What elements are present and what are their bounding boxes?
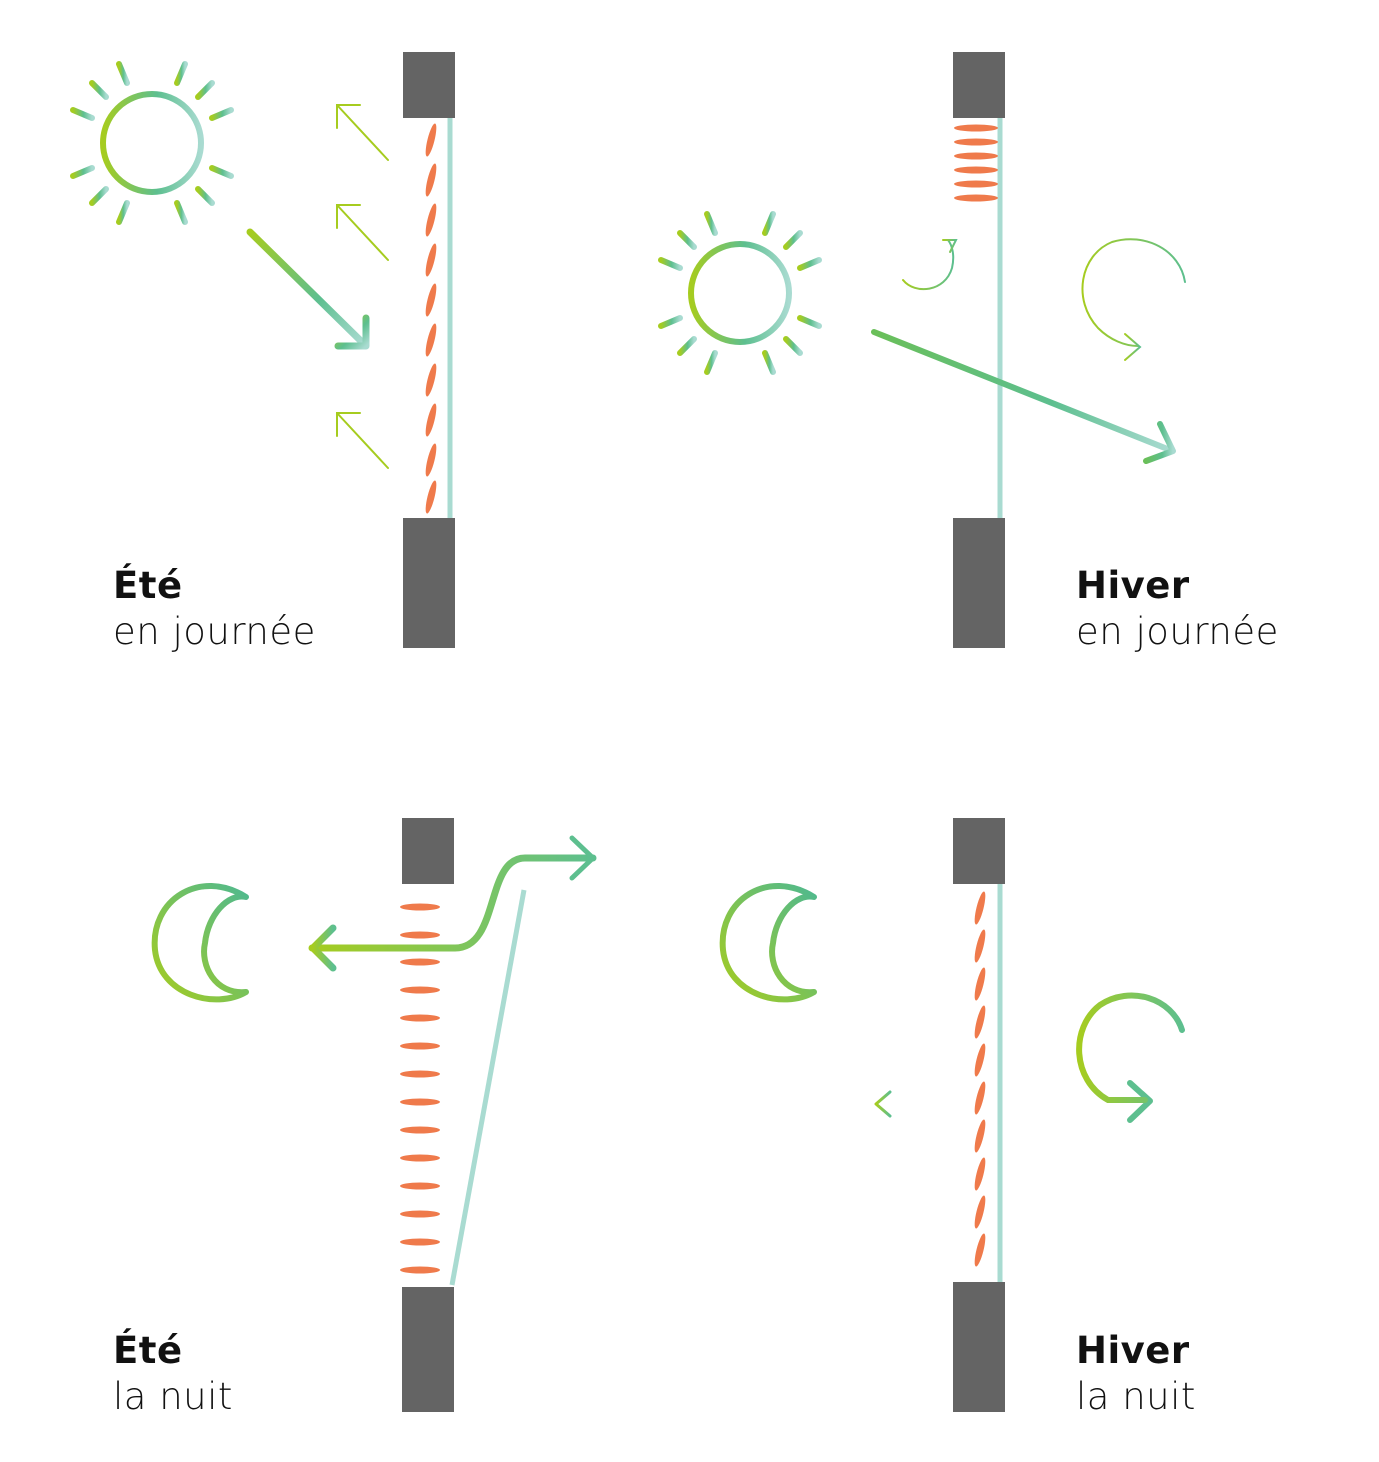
- open-shutter: [954, 124, 998, 202]
- wall-top: [402, 818, 454, 884]
- caption-summer-day: Été en journée: [113, 563, 316, 655]
- open-window-glass: [449, 889, 527, 1286]
- caption-winter-night: Hiver la nuit: [1076, 1328, 1196, 1420]
- season-label: Été: [113, 564, 183, 607]
- closed-shutter: [425, 123, 437, 514]
- airflow-arrow: [308, 854, 597, 972]
- wall-bottom: [953, 518, 1005, 648]
- time-label: en journée: [113, 610, 316, 653]
- sun-icon: [64, 55, 240, 231]
- wall-bottom: [403, 518, 455, 648]
- sun-ray-arrow: [871, 329, 1176, 464]
- wall-bottom: [953, 1282, 1005, 1412]
- time-label: en journée: [1076, 610, 1279, 653]
- season-label: Hiver: [1076, 1329, 1190, 1372]
- season-label: Hiver: [1076, 564, 1190, 607]
- airflow-arrow-head: [569, 835, 596, 881]
- time-label: la nuit: [113, 1375, 233, 1418]
- moon-icon: [151, 883, 249, 1003]
- circular-arrow-icon: [1081, 238, 1186, 361]
- circular-arrow-icon: [1076, 992, 1185, 1103]
- wall-top: [403, 52, 455, 118]
- time-label: la nuit: [1076, 1375, 1196, 1418]
- sun-icon: [652, 205, 828, 381]
- circular-arrow-icon: [902, 239, 958, 291]
- panel-summer-night: [151, 818, 597, 1412]
- caption-winter-day: Hiver en journée: [1076, 563, 1279, 655]
- caption-summer-night: Été la nuit: [113, 1328, 233, 1420]
- double-arrow-head: [1127, 1080, 1153, 1123]
- reflection-arrows: [336, 104, 389, 469]
- panel-winter-day: [652, 52, 1186, 648]
- closed-shutter: [974, 891, 986, 1267]
- wall-bottom: [402, 1287, 454, 1412]
- wall-top: [953, 818, 1005, 884]
- moon-icon: [719, 883, 817, 1003]
- double-arrow: [874, 1090, 1178, 1118]
- open-shutter: [400, 903, 440, 1274]
- sun-ray-arrow: [246, 228, 370, 350]
- panel-summer-day: [64, 52, 455, 648]
- wall-top: [953, 52, 1005, 118]
- panel-winter-night: [719, 818, 1185, 1412]
- season-label: Été: [113, 1329, 183, 1372]
